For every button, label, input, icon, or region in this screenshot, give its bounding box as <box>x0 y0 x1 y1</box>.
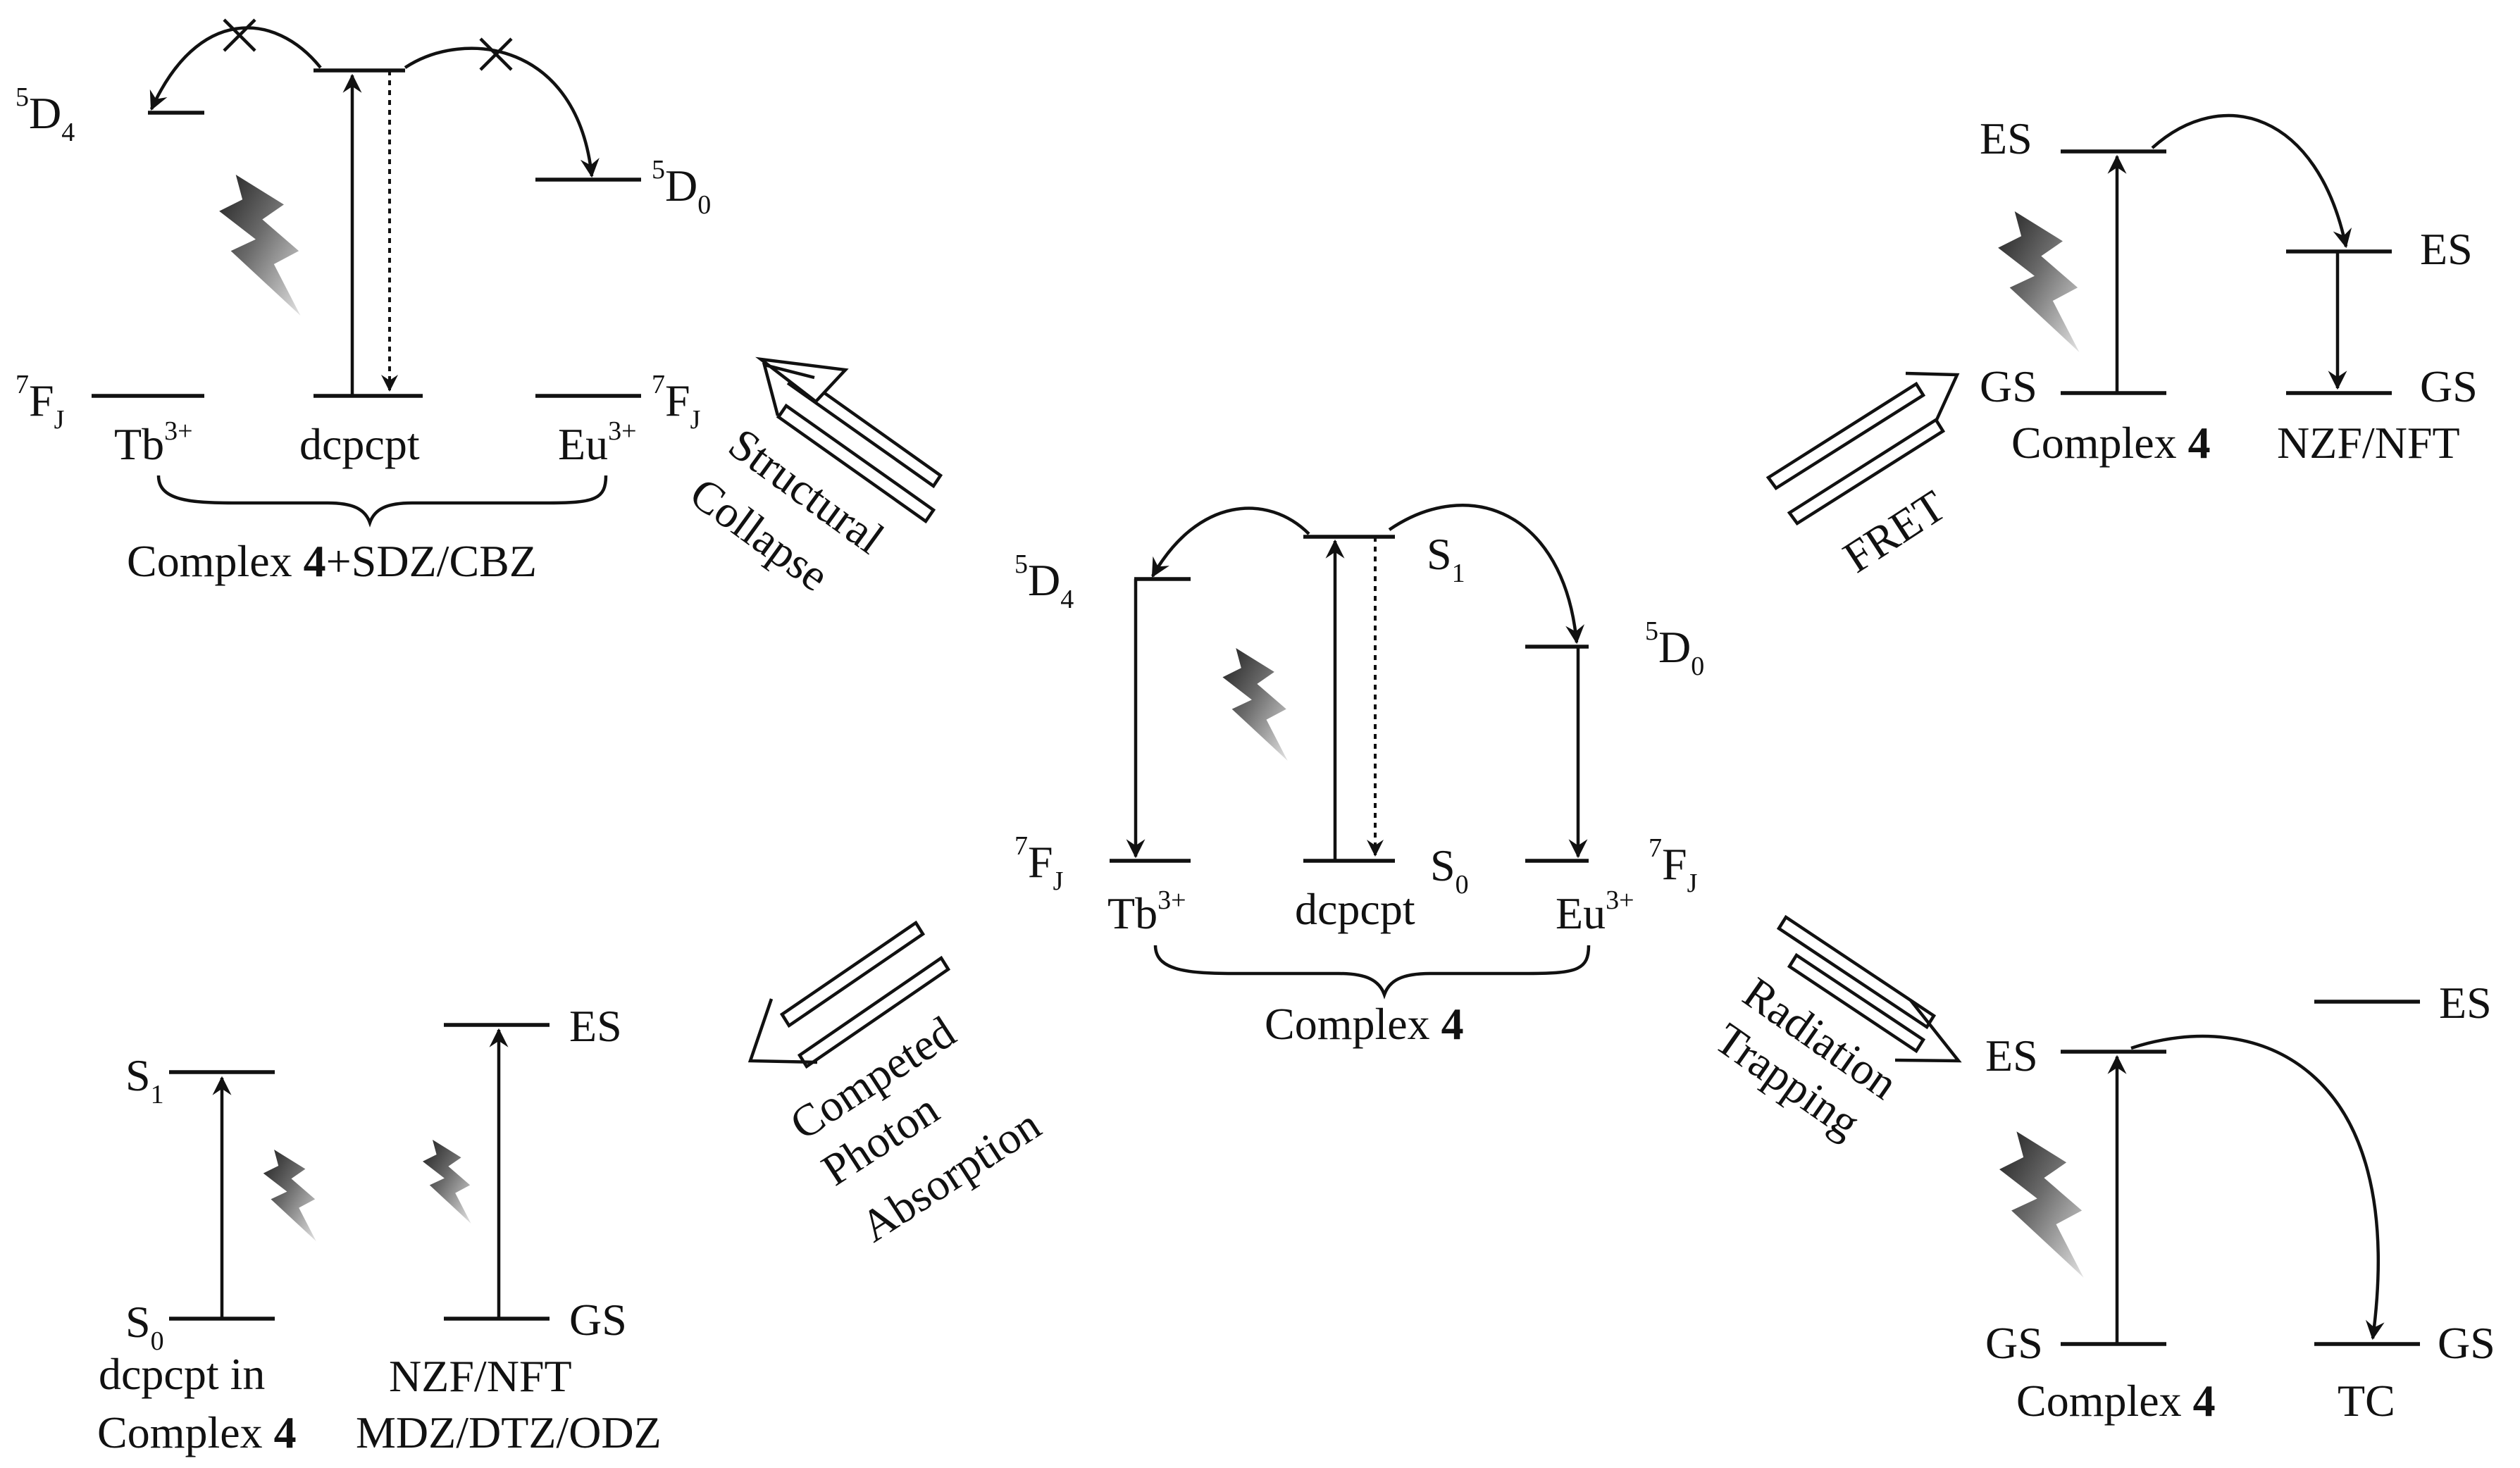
tl-eu-label: Eu3+ <box>558 416 637 469</box>
center-tb-label: Tb3+ <box>1107 885 1186 938</box>
radiation-trapping-arrow: Radiation Trapping <box>1706 914 1962 1148</box>
center-brace <box>1153 945 1591 1000</box>
tl-block-cross-icon-left <box>223 18 256 52</box>
center-s1-label: S1 <box>1427 529 1465 588</box>
bl-gs-label: GS <box>569 1295 627 1345</box>
center-et-to-eu-arrow <box>1388 504 1585 645</box>
competed-photon-absorption-arrow: Competed Photon Absorption <box>747 920 1049 1252</box>
bl-s1-label: S1 <box>125 1050 164 1109</box>
tr-es-upper-label: ES <box>1980 113 2032 163</box>
top-left-diagram: 5D4 5D0 7FJ 7FJ Tb3+ dcpcpt Eu3+ Complex… <box>15 18 711 586</box>
structural-collapse-arrow: Structural Collapse <box>681 356 943 601</box>
tr-right-caption: NZF/NFT <box>2277 418 2460 468</box>
tr-gs-right-label: GS <box>2420 361 2478 411</box>
tr-light-bolt-icon <box>1998 211 2080 352</box>
bl-light-bolt-icon-left <box>263 1150 316 1241</box>
center-et-to-tb-arrow <box>1151 506 1310 578</box>
tl-blocked-et-to-tb-arrow <box>149 26 322 111</box>
center-s0-label: S0 <box>1430 840 1469 900</box>
br-gs-right-label: GS <box>2438 1318 2495 1368</box>
fret-label: FRET <box>1835 480 1954 583</box>
center-eu-label: Eu3+ <box>1556 885 1634 938</box>
tl-brace <box>156 475 608 528</box>
tl-light-bolt-icon <box>219 175 301 316</box>
br-light-bolt-icon <box>1999 1131 2084 1278</box>
tl-7fj-left-label: 7FJ <box>15 370 64 435</box>
center-5d4-label: 5D4 <box>1014 549 1074 614</box>
br-right-caption: TC <box>2338 1376 2395 1426</box>
center-diagram: 5D4 S1 5D0 7FJ S0 7FJ Tb3+ dcpcpt Eu3+ C… <box>1014 504 1704 1049</box>
bottom-right-diagram: ES ES GS GS Complex 4 TC <box>1985 978 2495 1426</box>
bl-right-caption-line2: MDZ/DTZ/ODZ <box>356 1407 662 1457</box>
tr-left-caption: Complex 4 <box>2011 418 2211 468</box>
br-gs-left-label: GS <box>1985 1318 2043 1368</box>
br-es-left-label: ES <box>1985 1031 2038 1081</box>
bl-light-bolt-icon-right <box>423 1140 471 1224</box>
tr-fret-transfer-arrow <box>2151 113 2352 249</box>
top-right-diagram: ES ES GS GS Complex 4 NZF/NFT <box>1980 113 2478 468</box>
center-7fj-right-label: 7FJ <box>1649 833 1697 898</box>
bottom-left-diagram: S1 S0 ES GS dcpcpt in Complex 4 NZF/NFT … <box>97 1001 662 1457</box>
tr-es-lower-label: ES <box>2420 224 2473 274</box>
bl-es-label: ES <box>569 1001 622 1051</box>
tl-ligand-label: dcpcpt <box>299 419 420 469</box>
br-left-caption: Complex 4 <box>2016 1376 2216 1426</box>
tr-gs-left-label: GS <box>1980 361 2037 411</box>
bl-right-caption-line1: NZF/NFT <box>389 1351 572 1401</box>
tl-5d0-label: 5D0 <box>652 155 711 220</box>
bl-s0-label: S0 <box>125 1297 164 1356</box>
tl-tb-label: Tb3+ <box>114 416 193 469</box>
fret-arrow: FRET <box>1765 371 1960 583</box>
br-es-right-label: ES <box>2439 978 2492 1028</box>
tl-block-cross-icon-right <box>479 37 513 71</box>
tl-5d4-label: 5D4 <box>15 82 75 147</box>
tl-7fj-right-label: 7FJ <box>652 370 700 435</box>
tl-caption: Complex 4+SDZ/CBZ <box>127 536 537 586</box>
tl-blocked-et-to-eu-arrow <box>404 46 600 178</box>
center-7fj-left-label: 7FJ <box>1014 831 1063 896</box>
center-caption: Complex 4 <box>1265 999 1464 1049</box>
center-light-bolt-icon <box>1222 648 1288 761</box>
bl-left-caption-line1: dcpcpt in <box>99 1349 265 1399</box>
center-5d0-label: 5D0 <box>1645 616 1704 681</box>
br-trapping-transfer-arrow <box>2130 1034 2385 1341</box>
bl-left-caption-line2: Complex 4 <box>97 1407 297 1457</box>
center-ligand-label: dcpcpt <box>1295 884 1415 934</box>
